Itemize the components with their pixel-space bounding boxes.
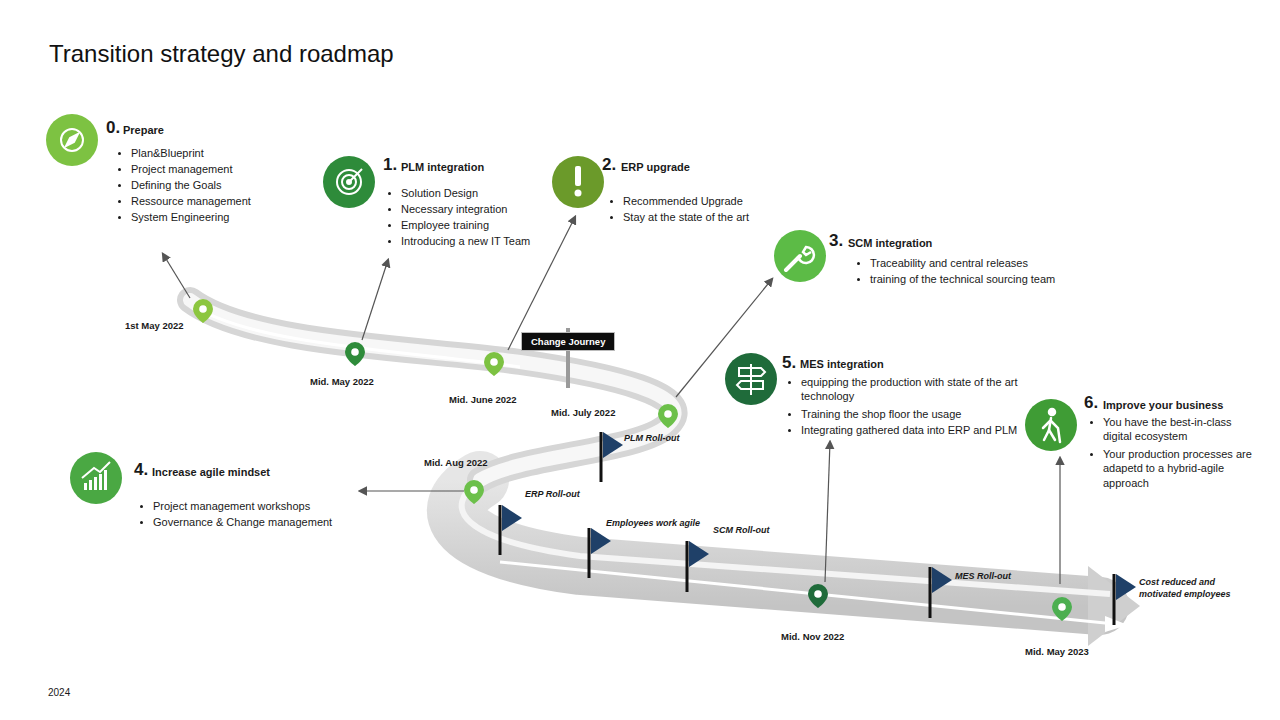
bullet-item: Solution Design bbox=[401, 186, 478, 200]
bullet-item: You have the best-in-class digital ecosy… bbox=[1103, 415, 1263, 444]
sign-box: Change Journey bbox=[521, 332, 615, 351]
phase-number: 0. bbox=[106, 117, 120, 139]
phase-number: 6. bbox=[1084, 392, 1098, 414]
milestone-date: Mid. May 2022 bbox=[310, 376, 374, 388]
flag-label: SCM Roll-out bbox=[713, 525, 770, 537]
milestone-date: Mid. Nov 2022 bbox=[781, 631, 844, 643]
phase-number: 5. bbox=[782, 352, 796, 374]
milestone-date: Mid. Aug 2022 bbox=[424, 457, 488, 469]
milestone-date: Mid. May 2023 bbox=[1025, 646, 1089, 658]
footer-note: 2024 bbox=[48, 686, 70, 699]
flag-label: Employees work agile bbox=[606, 518, 700, 530]
bullet-item: Employee training bbox=[401, 218, 489, 232]
bullet-item: Stay at the state of the art bbox=[623, 210, 749, 224]
bullet-item: Your production processes are adapetd to… bbox=[1103, 447, 1268, 490]
bullet-item: Recommended Upgrade bbox=[623, 194, 743, 208]
bullet-item: Ressource management bbox=[131, 194, 251, 208]
bullet-item: training of the technical sourcing team bbox=[870, 272, 1055, 286]
flag-label: Cost reduced and motivated employees bbox=[1139, 577, 1251, 600]
phase-heading: PLM integration bbox=[401, 160, 484, 174]
phase-number: 1. bbox=[383, 154, 397, 176]
bullet-item: equipping the production with state of t… bbox=[801, 375, 1026, 404]
phase-heading: Prepare bbox=[123, 123, 164, 137]
bullet-item: Project management bbox=[131, 162, 233, 176]
slide-title: Transition strategy and roadmap bbox=[49, 38, 394, 69]
phase-number: 3. bbox=[829, 230, 843, 252]
milestone-date: Mid. July 2022 bbox=[551, 407, 615, 419]
phase-heading: Improve your business bbox=[1103, 398, 1223, 412]
phase-number: 2. bbox=[602, 154, 616, 176]
phase-heading: SCM integration bbox=[848, 236, 932, 250]
bullet-item: Project management workshops bbox=[153, 499, 310, 513]
bullet-item: Traceability and central releases bbox=[870, 256, 1028, 270]
phase-heading: MES integration bbox=[800, 357, 884, 371]
phase-heading: ERP upgrade bbox=[621, 160, 690, 174]
bullet-item: Plan&Blueprint bbox=[131, 146, 204, 160]
bullet-item: Training the shop floor the usage bbox=[801, 407, 961, 421]
flag-label: ERP Roll-out bbox=[525, 489, 580, 501]
phase-number: 4. bbox=[134, 459, 148, 481]
flag-label: PLM Roll-out bbox=[624, 433, 680, 445]
flag-label: MES Roll-out bbox=[955, 571, 1011, 583]
milestone-date: 1st May 2022 bbox=[125, 320, 184, 332]
phase-heading: Increase agile mindset bbox=[152, 465, 270, 479]
bullet-item: Defining the Goals bbox=[131, 178, 222, 192]
milestone-date: Mid. June 2022 bbox=[449, 394, 517, 406]
sign-text: Change Journey bbox=[531, 336, 605, 347]
bullet-item: Introducing a new IT Team bbox=[401, 234, 530, 248]
bullet-item: System Engineering bbox=[131, 210, 229, 224]
bullet-item: Integrating gathered data into ERP and P… bbox=[801, 423, 1026, 437]
bullet-item: Governance & Change management bbox=[153, 515, 332, 529]
bullet-item: Necessary integration bbox=[401, 202, 507, 216]
